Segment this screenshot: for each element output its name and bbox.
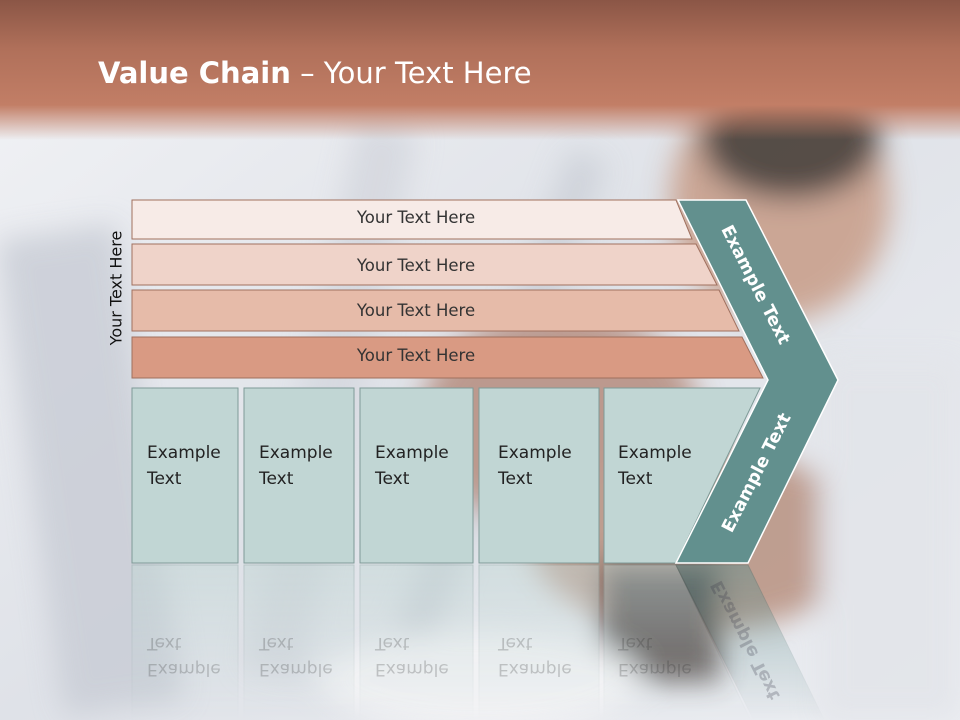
band-2-shape <box>131 243 718 286</box>
box-4-reflection: Example Text <box>498 633 572 679</box>
box-5-reflection: Example Text <box>618 633 692 679</box>
band-4-label: Your Text Here <box>356 346 476 365</box>
box-4-shape <box>478 387 600 564</box>
band-1-shape <box>131 199 693 240</box>
title-bold: Value Chain <box>98 56 291 90</box>
box-1-shape <box>131 387 239 564</box>
box-2-label: Example Text <box>259 443 333 489</box>
chevron-shape <box>674 199 839 564</box>
box-3-shape <box>359 387 474 564</box>
box-3-reflection: Example Text <box>375 633 449 679</box>
box-4-label: Example Text <box>498 443 572 489</box>
box-2-shape <box>243 387 355 564</box>
box-1-reflection: Example Text <box>147 633 221 679</box>
box-3-label: Example Text <box>375 443 449 489</box>
band-2-label: Your Text Here <box>356 256 476 275</box>
band-1-label: Your Text Here <box>356 208 476 227</box>
band-4-shape <box>131 336 764 379</box>
title-banner <box>0 0 960 140</box>
title-rest: – Your Text Here <box>290 56 532 90</box>
box-2-reflection: Example Text <box>259 633 333 679</box>
diagram-reflection <box>131 564 825 720</box>
band-3-shape <box>131 289 740 332</box>
box-5-label: Example Text <box>618 443 692 489</box>
slide-title: Value Chain – Your Text Here <box>98 56 532 90</box>
box-1-label: Example Text <box>147 443 221 489</box>
band-3-label: Your Text Here <box>356 301 476 320</box>
